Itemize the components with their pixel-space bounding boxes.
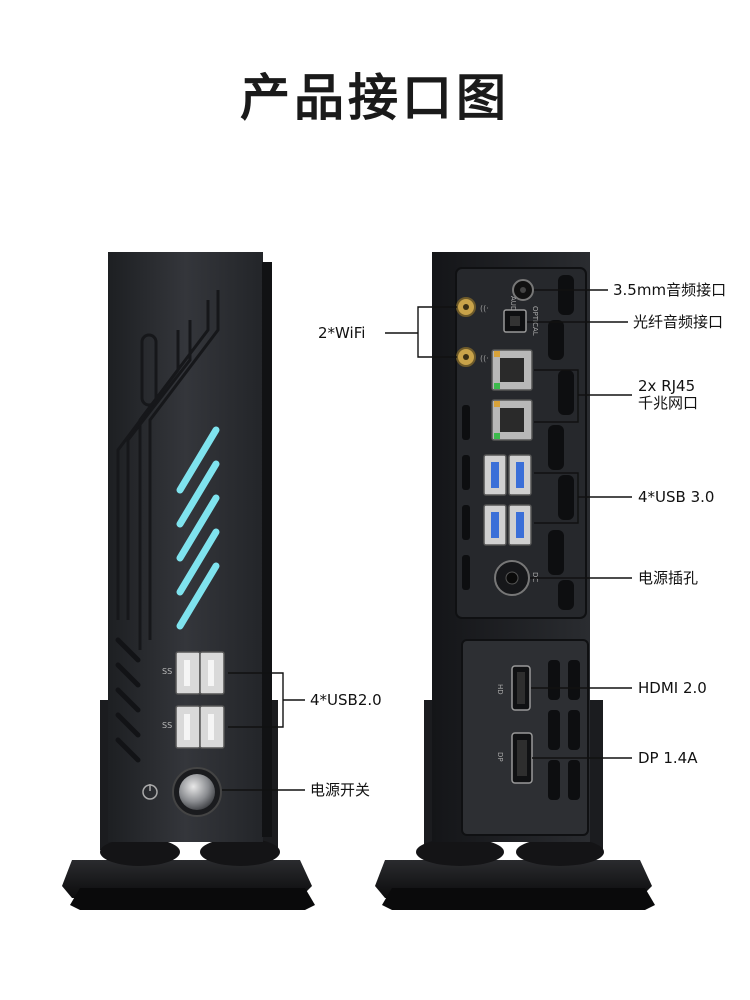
front-view: SS SS — [62, 252, 315, 910]
wifi-icon: ((· — [480, 354, 489, 363]
led-light-bars — [176, 426, 220, 630]
power-switch-label: 电源开关 — [310, 781, 371, 799]
wifi-icon: ((· — [480, 304, 489, 313]
hd-mark: HD — [496, 684, 504, 695]
dc-mark: DC — [531, 572, 539, 582]
dp-label: DP 1.4A — [638, 749, 698, 767]
rear-vents — [462, 275, 580, 800]
wifi-antenna-connectors: ((· ((· — [456, 297, 489, 367]
usb2-ports: SS SS — [162, 651, 225, 749]
rj45-label-line1: 2x RJ45 — [638, 377, 696, 395]
hdmi-label: HDMI 2.0 — [638, 679, 707, 697]
usb2-label: 4*USB2.0 — [310, 691, 382, 709]
front-vents — [115, 637, 141, 763]
rj45-label: 2x RJ45 千兆网口 — [638, 378, 698, 412]
audio-jack: AUD — [509, 279, 534, 311]
rear-view: ((· ((· AUD OPTICAL — [375, 252, 655, 910]
rear-stand — [375, 700, 655, 910]
power-button — [142, 767, 222, 817]
svg-text:SS: SS — [162, 667, 172, 676]
dp-mark: DP — [496, 752, 504, 762]
svg-text:SS: SS — [162, 721, 172, 730]
usb3-ports — [483, 454, 532, 546]
dc-jack: DC — [494, 560, 539, 596]
usb3-label: 4*USB 3.0 — [638, 488, 715, 506]
rj45-label-line2: 千兆网口 — [638, 394, 699, 412]
optical-mark: OPTICAL — [531, 306, 539, 336]
audio-jack-label: 3.5mm音频接口 — [613, 281, 727, 299]
optical-label: 光纤音频接口 — [633, 313, 724, 331]
dc-jack-label: 电源插孔 — [638, 569, 699, 587]
leader-lines — [222, 289, 632, 791]
wifi-label: 2*WiFi — [318, 324, 366, 342]
rj45-ports — [491, 349, 533, 441]
aud-mark: AUD — [509, 296, 517, 311]
page-title: 产品接口图 — [240, 69, 510, 127]
hdmi-port: HD — [496, 665, 531, 711]
optical-port: OPTICAL — [503, 306, 539, 336]
front-grooves — [116, 290, 220, 650]
